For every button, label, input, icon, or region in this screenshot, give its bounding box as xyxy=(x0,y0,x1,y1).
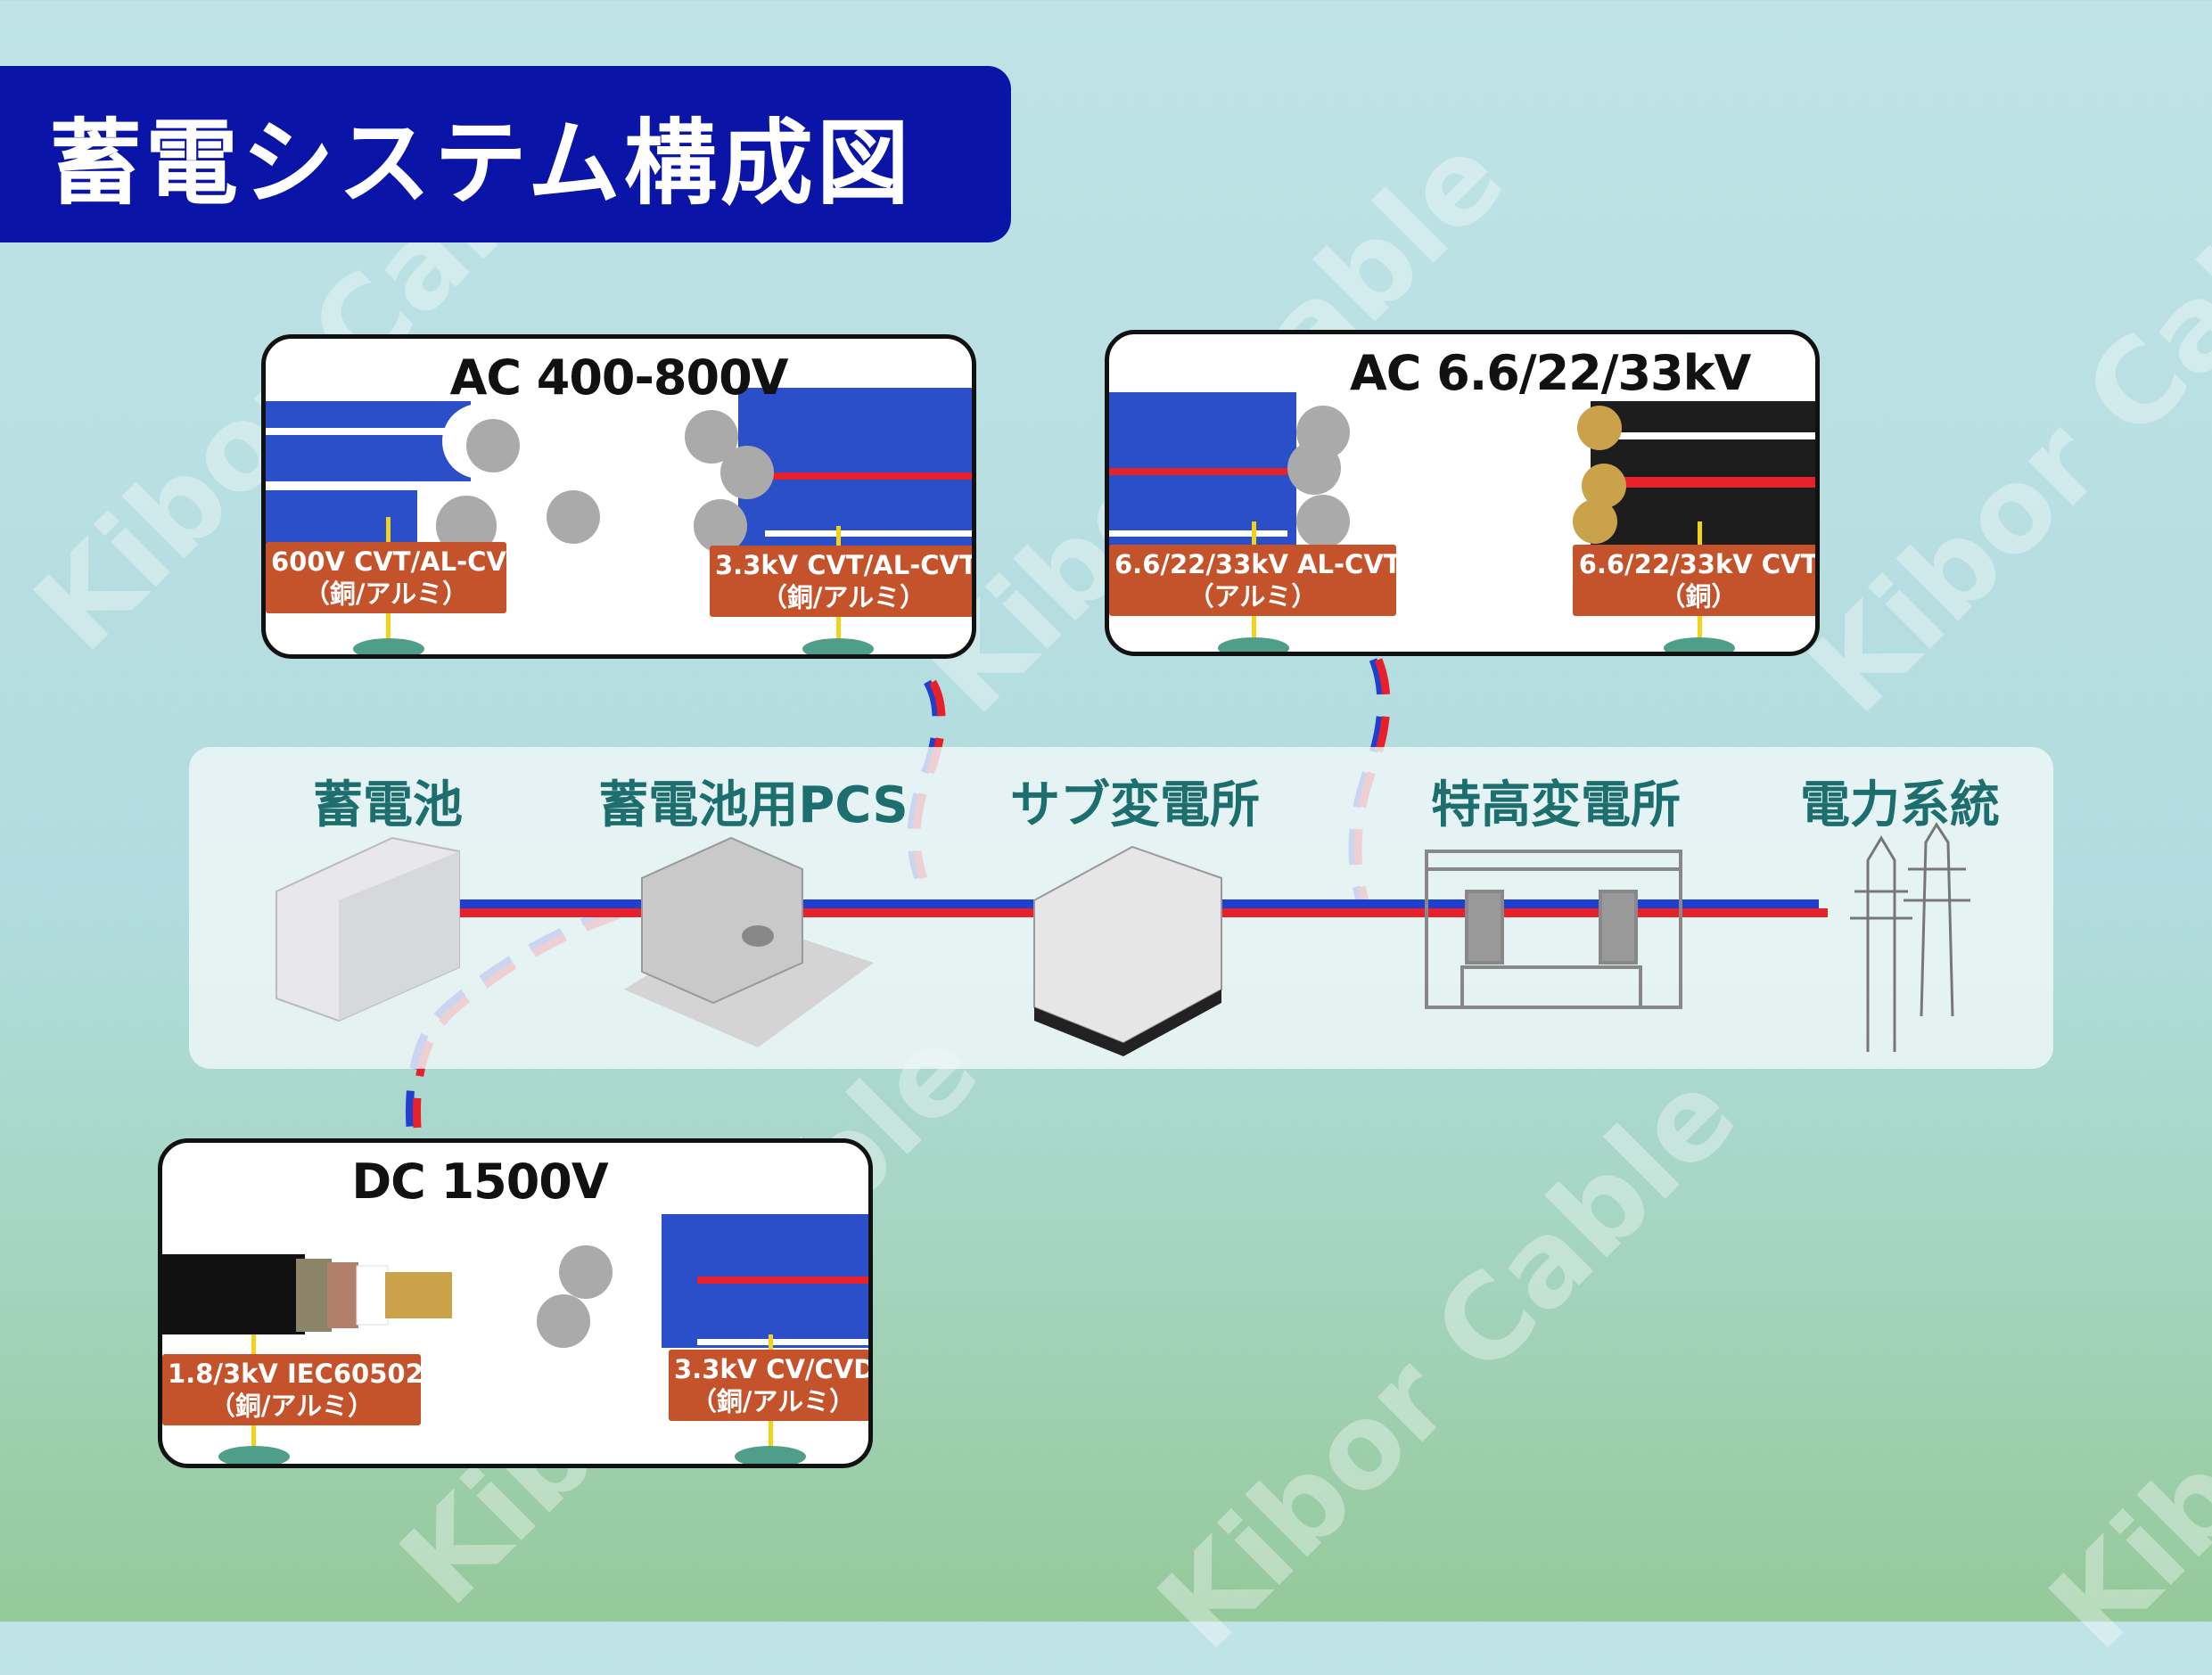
cable-name: 6.6/22/33kV AL-CVT xyxy=(1114,549,1402,579)
cable-name: 6.6/22/33kV CVT xyxy=(1578,549,1819,579)
substation-icon xyxy=(1033,845,1222,1056)
cable-illustration xyxy=(1109,392,1815,652)
power-tower-icon xyxy=(1850,822,1970,1052)
cable-tag: 1.8/3kV IEC60502（銅/アルミ） xyxy=(162,1354,423,1425)
cable-tag: 600V CVT/AL-CVT（銅/アルミ） xyxy=(266,542,524,613)
cable-tag: 6.6/22/33kV AL-CVT（アルミ） xyxy=(1109,545,1402,616)
cable-tag: 3.3kV CV/CVD（銅/アルミ） xyxy=(669,1350,873,1421)
cable-material: （銅/アルミ） xyxy=(303,579,469,609)
ehv-substation-icon xyxy=(1425,850,1682,1009)
cable-material: （銅/アルミ） xyxy=(690,1386,856,1416)
cable-box-ac-low: AC 400-800V 600V CVT/AL-CVT（銅/アルミ） 3.3kV… xyxy=(261,334,976,659)
box-title: DC 1500V xyxy=(351,1154,608,1210)
flow-label-battery: 蓄電池 xyxy=(313,776,463,834)
box-title: AC 400-800V xyxy=(449,349,789,406)
cable-name: 3.3kV CVT/AL-CVT xyxy=(715,550,976,580)
cable-material: （銅） xyxy=(1659,581,1738,612)
box-title: AC 6.6/22/33kV xyxy=(1350,345,1751,401)
flow-label-ehv-substation: 特高変電所 xyxy=(1431,776,1681,834)
page-title: 蓄電システム構成図 xyxy=(0,66,1011,242)
cable-material: （銅/アルミ） xyxy=(209,1391,374,1421)
cable-illustration xyxy=(162,1214,868,1464)
flow-label-pcs: 蓄電池用PCS xyxy=(598,776,909,834)
cable-name: 3.3kV CV/CVD xyxy=(674,1354,873,1384)
flow-label-grid: 電力系統 xyxy=(1800,776,2000,834)
cable-tag: 3.3kV CVT/AL-CVT（銅/アルミ） xyxy=(710,546,976,617)
battery-icon xyxy=(275,836,460,1022)
pcs-icon xyxy=(624,836,874,1047)
cable-material: （アルミ） xyxy=(1188,581,1318,612)
cable-box-ac-high: AC 6.6/22/33kV 6.6/22/33kV AL-CVT（アルミ） 6… xyxy=(1105,330,1820,656)
cable-material: （銅/アルミ） xyxy=(761,582,926,612)
cable-name: 600V CVT/AL-CVT xyxy=(271,546,524,577)
cable-box-dc: DC 1500V 1.8/3kV IEC60502（銅/アルミ） 3.3kV C… xyxy=(158,1138,873,1468)
flow-label-sub-substation: サブ変電所 xyxy=(1010,776,1260,834)
cable-tag: 6.6/22/33kV CVT（銅） xyxy=(1573,545,1819,616)
flow-equipment xyxy=(275,822,1970,1056)
cable-name: 1.8/3kV IEC60502 xyxy=(168,1359,423,1389)
cable-illustration xyxy=(266,388,972,654)
